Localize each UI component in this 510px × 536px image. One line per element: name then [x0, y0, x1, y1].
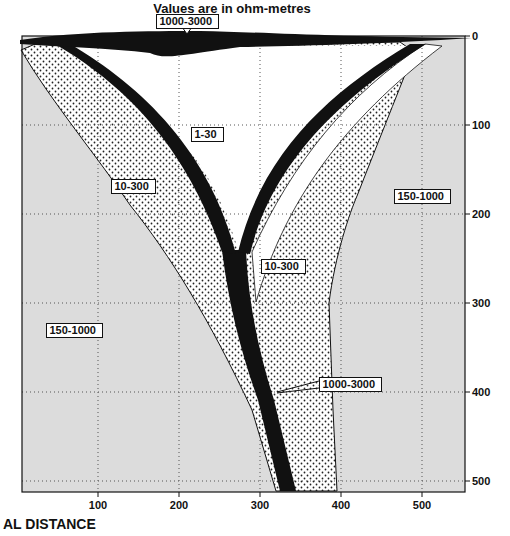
axis-number: 300	[251, 499, 269, 512]
axis-number: 200	[472, 208, 490, 221]
value-box: 150-1000	[394, 189, 451, 204]
axis-ticks	[98, 36, 470, 497]
axis-number: 100	[89, 499, 107, 512]
axis-number: 100	[472, 119, 490, 132]
axis-number: 200	[170, 499, 188, 512]
right-dyke-branch	[238, 44, 426, 254]
grid-lines	[22, 36, 465, 492]
value-box: 10-300	[111, 179, 156, 194]
value-box: 1000-3000	[319, 377, 382, 392]
section-frame	[22, 36, 465, 492]
host-rock-ground	[22, 36, 465, 492]
axis-number: 400	[472, 386, 490, 399]
value-box: 10-300	[261, 259, 306, 274]
resistivity-value: 1000-3000	[323, 378, 378, 390]
surface-band	[20, 31, 472, 56]
left-dyke-branch	[55, 44, 236, 254]
resistivity-value: 150-1000	[50, 324, 99, 336]
axis-number: 400	[332, 499, 350, 512]
axis-number: 300	[472, 297, 490, 310]
value-box: 150-1000	[46, 323, 103, 338]
axis-title: AL DISTANCE	[3, 516, 96, 532]
resistivity-value: 10-300	[115, 180, 152, 192]
axis-number: 500	[472, 475, 490, 488]
axis-number: 500	[413, 499, 431, 512]
value-box: 1000-3000	[156, 14, 219, 29]
resistivity-value: 1000-3000	[160, 15, 215, 27]
dyke	[20, 31, 472, 491]
resistivity-value: 150-1000	[398, 190, 447, 202]
value-box: 1-30	[191, 127, 224, 142]
axis-number: 0	[472, 30, 478, 43]
main-dyke	[222, 250, 296, 491]
leader-lines	[277, 381, 319, 393]
resistivity-value: 10-300	[265, 260, 302, 272]
resistivity-value: 1-30	[195, 128, 220, 140]
